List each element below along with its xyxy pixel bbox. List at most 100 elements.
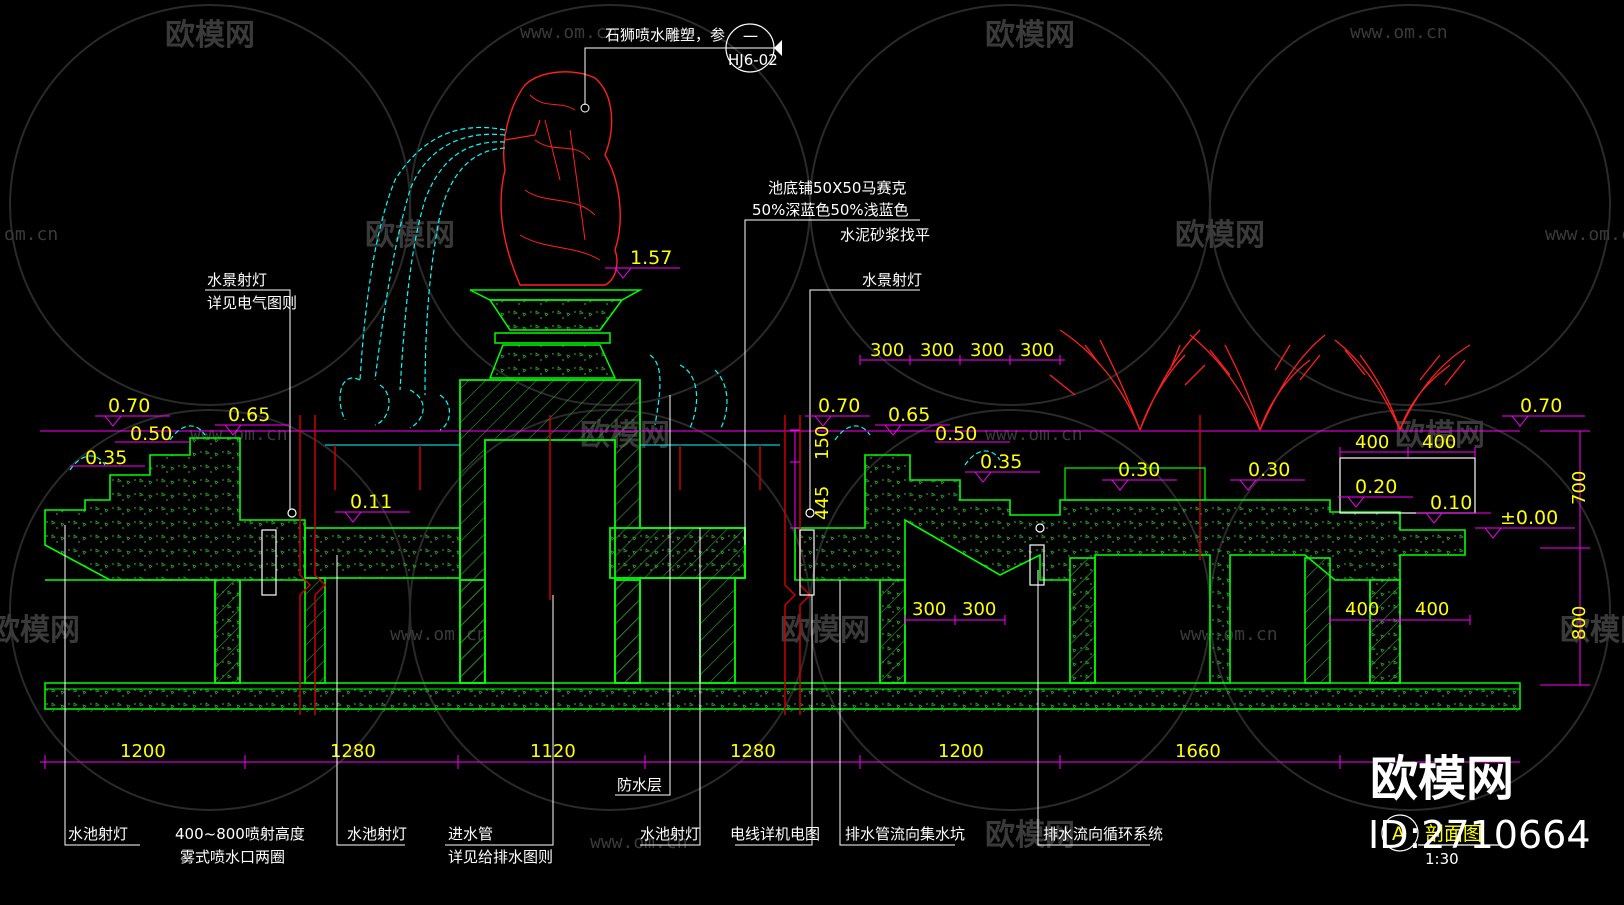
- dimension-text: 1280: [730, 741, 776, 762]
- elevation-marker: 0.35: [965, 451, 1040, 483]
- label-drain-flow: 排水流向循环系统: [1043, 825, 1163, 843]
- svg-text:0.10: 0.10: [1430, 492, 1472, 514]
- svg-text:0.35: 0.35: [980, 451, 1022, 473]
- watermark-url: om.cn: [4, 224, 58, 245]
- bottom-labels: 水池射灯 400~800喷射高度 雾式喷水口两圈 水池射灯 进水管 详见给排水图…: [68, 776, 1163, 866]
- dimension-text: 300: [870, 340, 904, 361]
- label-spray-height: 400~800喷射高度: [175, 825, 305, 843]
- foundation-slab: [44, 682, 1521, 712]
- brand-id: ID:2710664: [1368, 813, 1591, 857]
- elevation-marker: 0.30: [1102, 459, 1177, 491]
- left-light-note-line2: 详见电气图则: [207, 294, 297, 312]
- label-mist-nozzle: 雾式喷水口两圈: [180, 848, 285, 866]
- svg-text:0.70: 0.70: [1520, 395, 1562, 417]
- watermark-logo: 欧模网: [1175, 218, 1265, 253]
- dimension-text: 400: [1422, 432, 1456, 453]
- brand-logo: 欧模网: [1370, 751, 1514, 807]
- right-stepped-wall: [794, 454, 1466, 684]
- svg-text:0.30: 0.30: [1118, 459, 1160, 481]
- watermark-url: www.om.cn: [1350, 22, 1448, 43]
- pipes: [299, 415, 1201, 715]
- dimension-text: 800: [1569, 606, 1590, 640]
- elevation-marker: 0.70: [805, 395, 870, 427]
- svg-text:0.35: 0.35: [85, 447, 127, 469]
- watermark-url: www.om.cn: [590, 832, 688, 853]
- label-drain-pipe: 排水管流向集水坑: [845, 825, 965, 843]
- dimension-text: 1200: [120, 741, 166, 762]
- watermark-logo: 欧模网: [985, 18, 1075, 53]
- bottom-leaders: [64, 395, 1150, 846]
- svg-text:0.11: 0.11: [350, 491, 392, 513]
- dimension-text: 1660: [1175, 741, 1221, 762]
- watermark-logo: 欧模网: [1395, 418, 1485, 453]
- title-block: A 剖面图 1:30: [1381, 814, 1500, 868]
- dimension-text: 300: [962, 599, 996, 620]
- dimension-text: 150: [812, 426, 833, 460]
- label-wire: 电线详机电图: [730, 825, 820, 843]
- svg-text:1.57: 1.57: [630, 247, 672, 269]
- dimension-text: 300: [920, 340, 954, 361]
- water-spray: [69, 126, 1001, 471]
- label-inlet-pipe: 进水管: [448, 825, 493, 843]
- elevation-marker: 0.50: [935, 423, 1010, 445]
- dimension-texts: 300 300 300 300 400 400 700 800 150 445 …: [120, 340, 1590, 762]
- dimension-text: 700: [1569, 471, 1590, 505]
- dimension-text: 1200: [938, 741, 984, 762]
- elevation-marker: 0.35: [70, 447, 145, 469]
- label-waterproof: 防水层: [617, 776, 662, 794]
- planter-plants: [1049, 329, 1471, 431]
- elevation-marker: 0.65: [875, 404, 950, 436]
- svg-text:0.65: 0.65: [228, 404, 270, 426]
- watermark-url: www.om.cn: [520, 22, 618, 43]
- light-notes: 水景射灯 详见电气图则 水景射灯: [205, 271, 922, 510]
- watermark-logo: 欧模网: [0, 613, 80, 648]
- elevation-marker: ±0.00: [1475, 507, 1575, 539]
- dimension-lines: [40, 355, 1590, 769]
- label-pool-light-2: 水池射灯: [347, 825, 407, 843]
- watermark-url: www.om.cn: [985, 424, 1083, 445]
- callout-ref-sheet: HJ6-02: [728, 51, 778, 69]
- dimension-text: 300: [970, 340, 1004, 361]
- elevation-marker: 0.70: [1502, 395, 1585, 427]
- elevation-marker: 0.10: [1416, 492, 1491, 524]
- watermark-logo: 欧模网: [985, 818, 1075, 853]
- dimension-text: 400: [1345, 599, 1379, 620]
- dimension-text: 300: [1020, 340, 1054, 361]
- title-name: 剖面图: [1425, 823, 1482, 845]
- dimension-text: 400: [1355, 432, 1389, 453]
- elevation-markers: 1.57 0.70 0.65 0.50 0.35 0.11 0.70 0.65 …: [70, 247, 1585, 539]
- svg-text:0.70: 0.70: [818, 395, 860, 417]
- mosaic-note: 池底铺50X50马赛克 50%深蓝色50%浅蓝色 水泥砂浆找平: [744, 179, 930, 545]
- label-inlet-ref: 详见给排水图则: [448, 848, 553, 866]
- callout-ref-number: 一: [743, 28, 758, 46]
- svg-text:0.30: 0.30: [1248, 459, 1290, 481]
- watermark-logo: 欧模网: [780, 613, 870, 648]
- svg-text:0.65: 0.65: [888, 404, 930, 426]
- pool-light-fixtures: [261, 508, 1045, 596]
- sculpture-callout-text: 石狮喷水雕塑，参: [605, 26, 725, 44]
- left-pool-floor: [304, 527, 461, 684]
- elevation-marker: 0.70: [95, 395, 170, 427]
- mortar-note: 水泥砂浆找平: [840, 226, 930, 244]
- elevation-marker: 0.65: [215, 404, 290, 436]
- right-light-note: 水景射灯: [862, 271, 922, 289]
- watermark-logo: 欧模网: [365, 218, 455, 253]
- elevation-marker: 0.50: [115, 423, 190, 445]
- elevation-marker: 0.30: [1230, 459, 1305, 491]
- watermark-url: www.om.cn: [1545, 224, 1624, 245]
- svg-text:0.20: 0.20: [1355, 476, 1397, 498]
- brand-watermark: 欧模网 ID:2710664: [1368, 751, 1591, 857]
- svg-text:±0.00: ±0.00: [1500, 507, 1558, 529]
- planter-boxes: [1064, 457, 1476, 514]
- lion-sculpture: [469, 71, 643, 379]
- central-pedestal-column: [459, 379, 746, 684]
- dimension-text: 1280: [330, 741, 376, 762]
- title-letter: A: [1392, 823, 1405, 845]
- watermark-logo: 欧模网: [1560, 613, 1624, 648]
- title-scale: 1:30: [1425, 850, 1459, 868]
- left-stepped-wall: [44, 437, 306, 684]
- mosaic-note-line2: 50%深蓝色50%浅蓝色: [752, 201, 909, 219]
- elevation-marker: 0.20: [1338, 476, 1413, 508]
- svg-text:0.70: 0.70: [108, 395, 150, 417]
